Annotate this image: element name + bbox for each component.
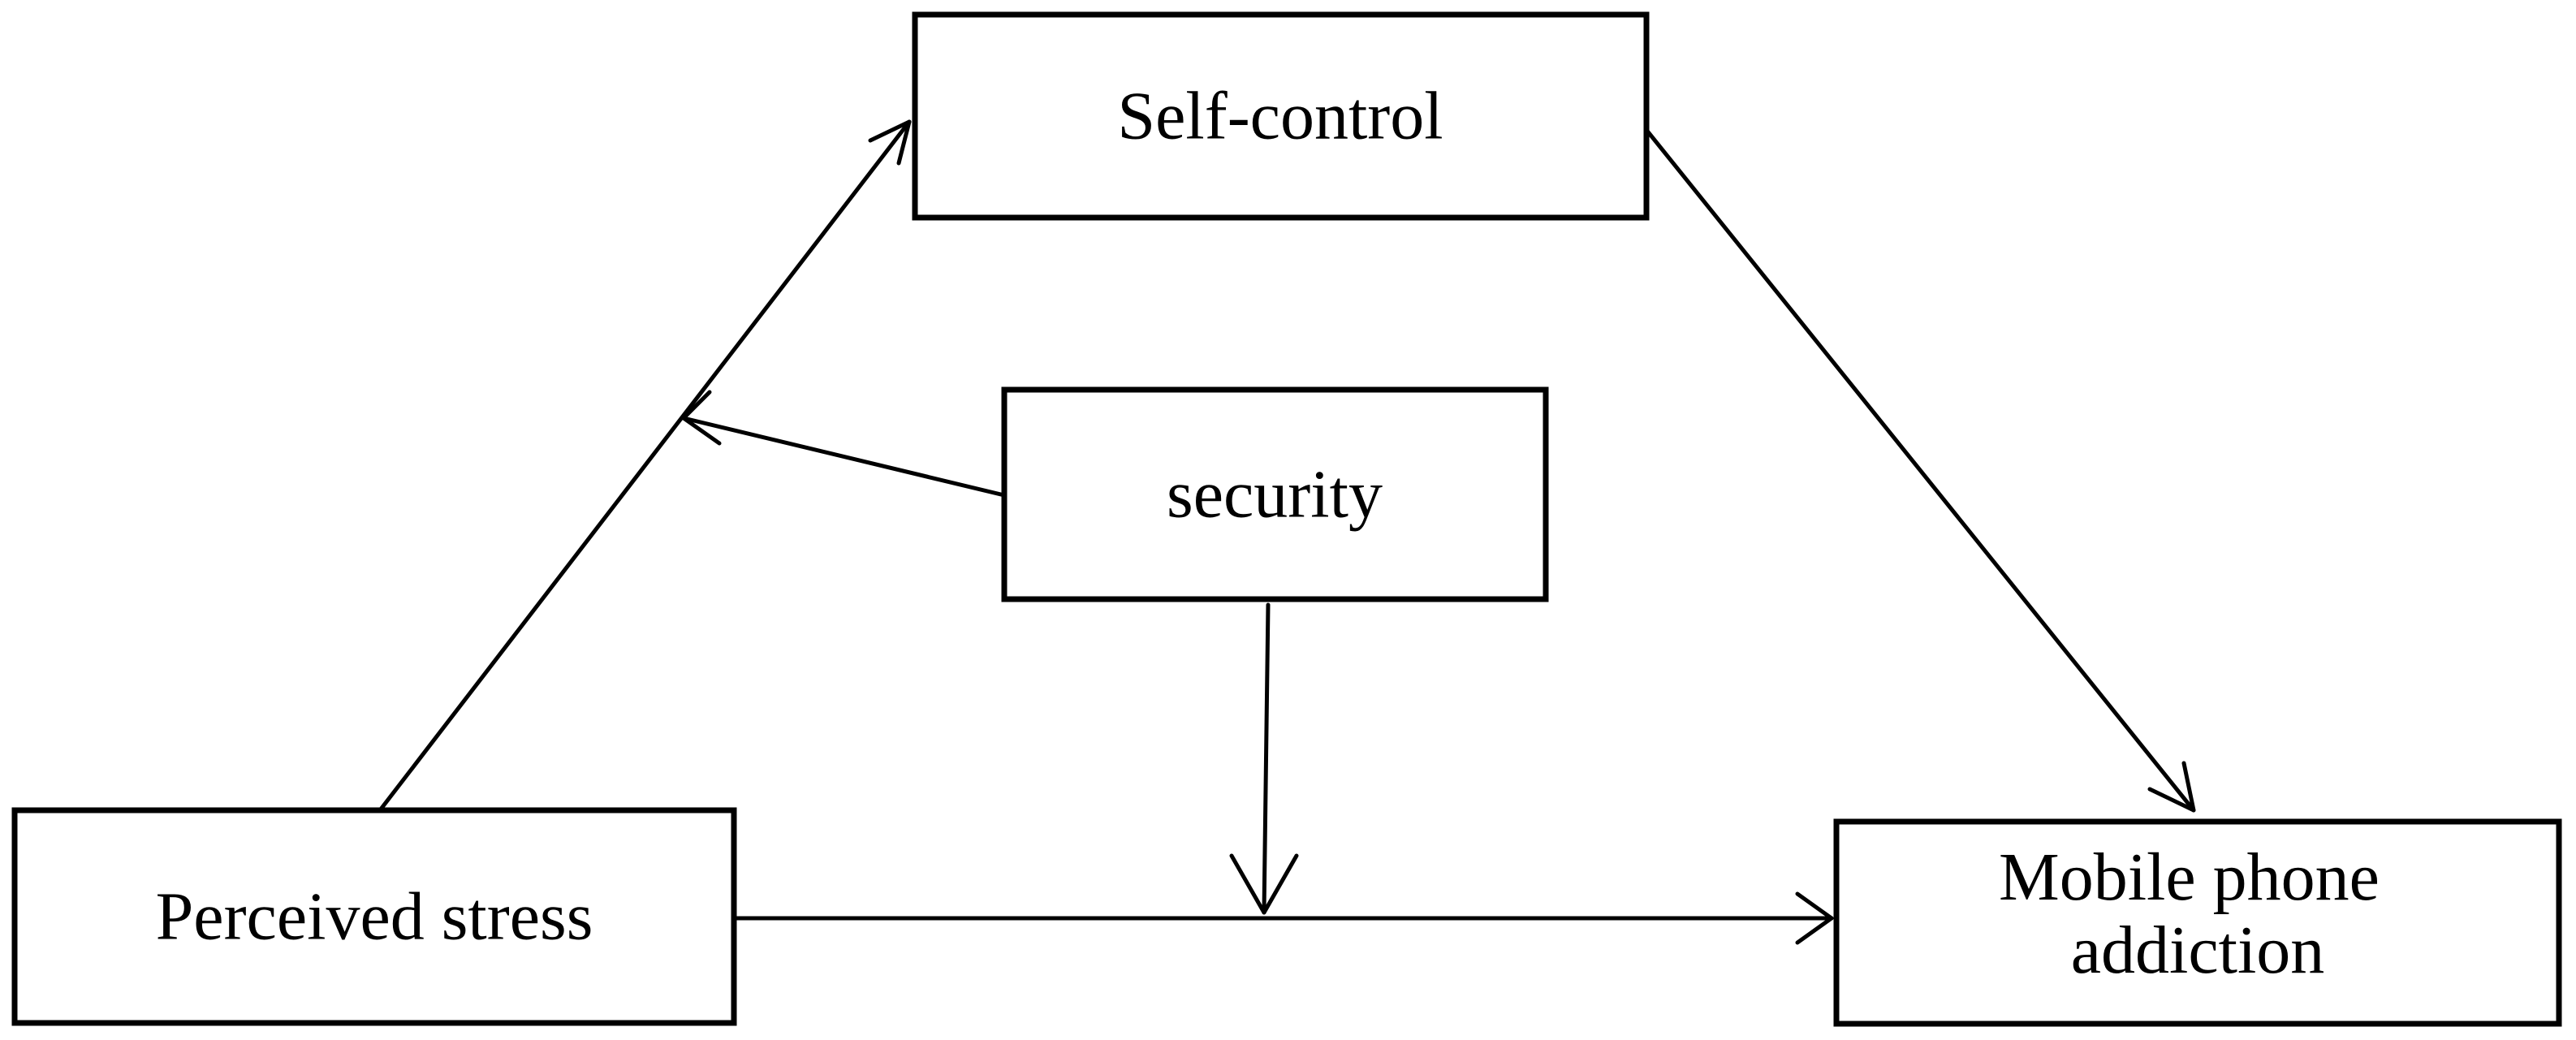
node-mobile-phone-addiction: Mobile phone addiction — [1833, 818, 2562, 1027]
edge-stress-to-addiction — [733, 891, 1834, 945]
node-self-control: Self-control — [912, 11, 1650, 221]
edge-security-moderates-direct-path — [1229, 602, 1299, 915]
arrowhead-addiction-direct — [1795, 891, 1834, 945]
node-perceived-stress-label: Perceived stress — [156, 879, 593, 955]
node-mobile-phone-addiction-line1: Mobile phone — [1999, 839, 2380, 915]
edge-security-moderates-a-path — [681, 390, 1007, 498]
arrowhead-selfcontrol — [868, 119, 912, 166]
node-security: security — [1001, 386, 1549, 602]
edge-selfcontrol-to-addiction — [1644, 127, 2196, 813]
arrowhead-addiction-top — [2147, 761, 2196, 813]
edge-stress-to-selfcontrol — [378, 119, 912, 813]
node-security-label: security — [1167, 457, 1383, 533]
node-mobile-phone-addiction-label: Mobile phone addiction — [1999, 839, 2397, 988]
node-perceived-stress: Perceived stress — [11, 807, 737, 1026]
node-mobile-phone-addiction-line2: addiction — [2071, 913, 2325, 988]
arrowhead-direct-path — [1229, 853, 1299, 915]
node-self-control-label: Self-control — [1117, 79, 1443, 154]
arrowhead-a-path — [681, 390, 722, 446]
